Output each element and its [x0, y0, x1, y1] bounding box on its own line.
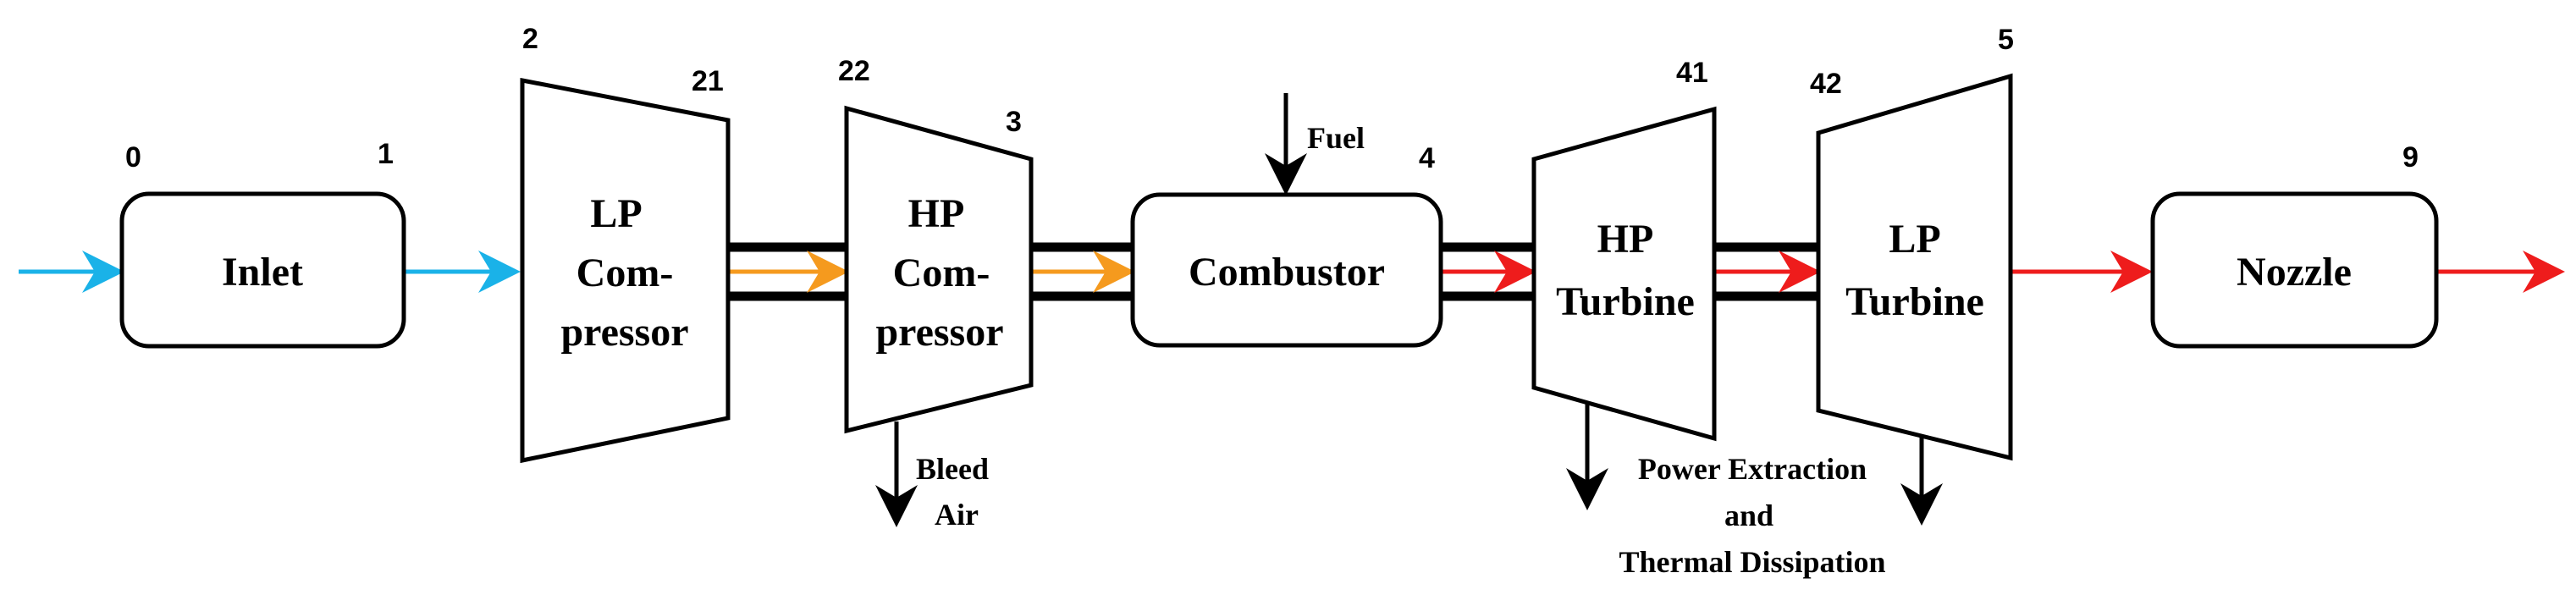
power-extraction-label-line3: Thermal Dissipation — [1619, 545, 1885, 579]
lp-turbine-label-line1: LP — [1889, 217, 1940, 262]
station-3: 3 — [1006, 106, 1022, 138]
hp-turbine-label-line1: HP — [1597, 217, 1654, 262]
lp-compressor-shape — [520, 77, 731, 464]
bleed-air-label-line2: Air — [935, 498, 979, 532]
inlet-box — [119, 191, 406, 349]
lp-compressor-label-line2: Com- — [576, 251, 674, 295]
station-1: 1 — [378, 138, 394, 170]
station-2: 2 — [522, 23, 538, 55]
station-21: 21 — [692, 65, 724, 97]
combustor-label: Combustor — [1189, 250, 1385, 295]
power-extraction-label-line1: Power Extraction — [1638, 452, 1867, 486]
bleed-air-label-line1: Bleed — [916, 452, 989, 486]
inlet-label: Inlet — [222, 250, 303, 295]
lp-turbine-label-line2: Turbine — [1845, 279, 1984, 324]
station-41: 41 — [1676, 57, 1708, 89]
component-labels: Inlet LP Com- pressor HP Com- pressor Co… — [222, 191, 2352, 355]
station-numbers: 0 1 2 21 22 3 4 41 42 5 9 — [125, 23, 2419, 174]
fuel-label: Fuel — [1307, 121, 1365, 155]
station-4: 4 — [1419, 142, 1435, 174]
station-42: 42 — [1810, 68, 1842, 100]
annotation-labels: Fuel Bleed Air Power Extraction and Ther… — [916, 121, 1886, 579]
nozzle-box — [2150, 191, 2439, 349]
lp-compressor-label-line1: LP — [590, 191, 642, 236]
hp-turbine-label-line2: Turbine — [1556, 279, 1695, 324]
components — [119, 73, 2439, 464]
aux-arrows — [875, 93, 1943, 527]
power-extraction-label-line2: and — [1724, 499, 1773, 532]
hp-compressor-label-line1: HP — [908, 191, 965, 236]
hp-compressor-label-line2: Com- — [893, 251, 990, 295]
station-5: 5 — [1998, 24, 2014, 56]
station-22: 22 — [838, 55, 870, 87]
nozzle-label: Nozzle — [2237, 250, 2352, 295]
hp-compressor-label-line3: pressor — [875, 310, 1003, 355]
station-9: 9 — [2402, 141, 2419, 174]
shafts — [728, 242, 1818, 301]
station-0: 0 — [125, 141, 141, 174]
combustor-box — [1130, 192, 1443, 348]
hp-turbine-shape — [1531, 106, 1717, 442]
lp-compressor-label-line3: pressor — [560, 310, 688, 355]
hp-compressor-shape — [844, 105, 1034, 434]
lp-turbine-shape — [1816, 73, 2013, 461]
